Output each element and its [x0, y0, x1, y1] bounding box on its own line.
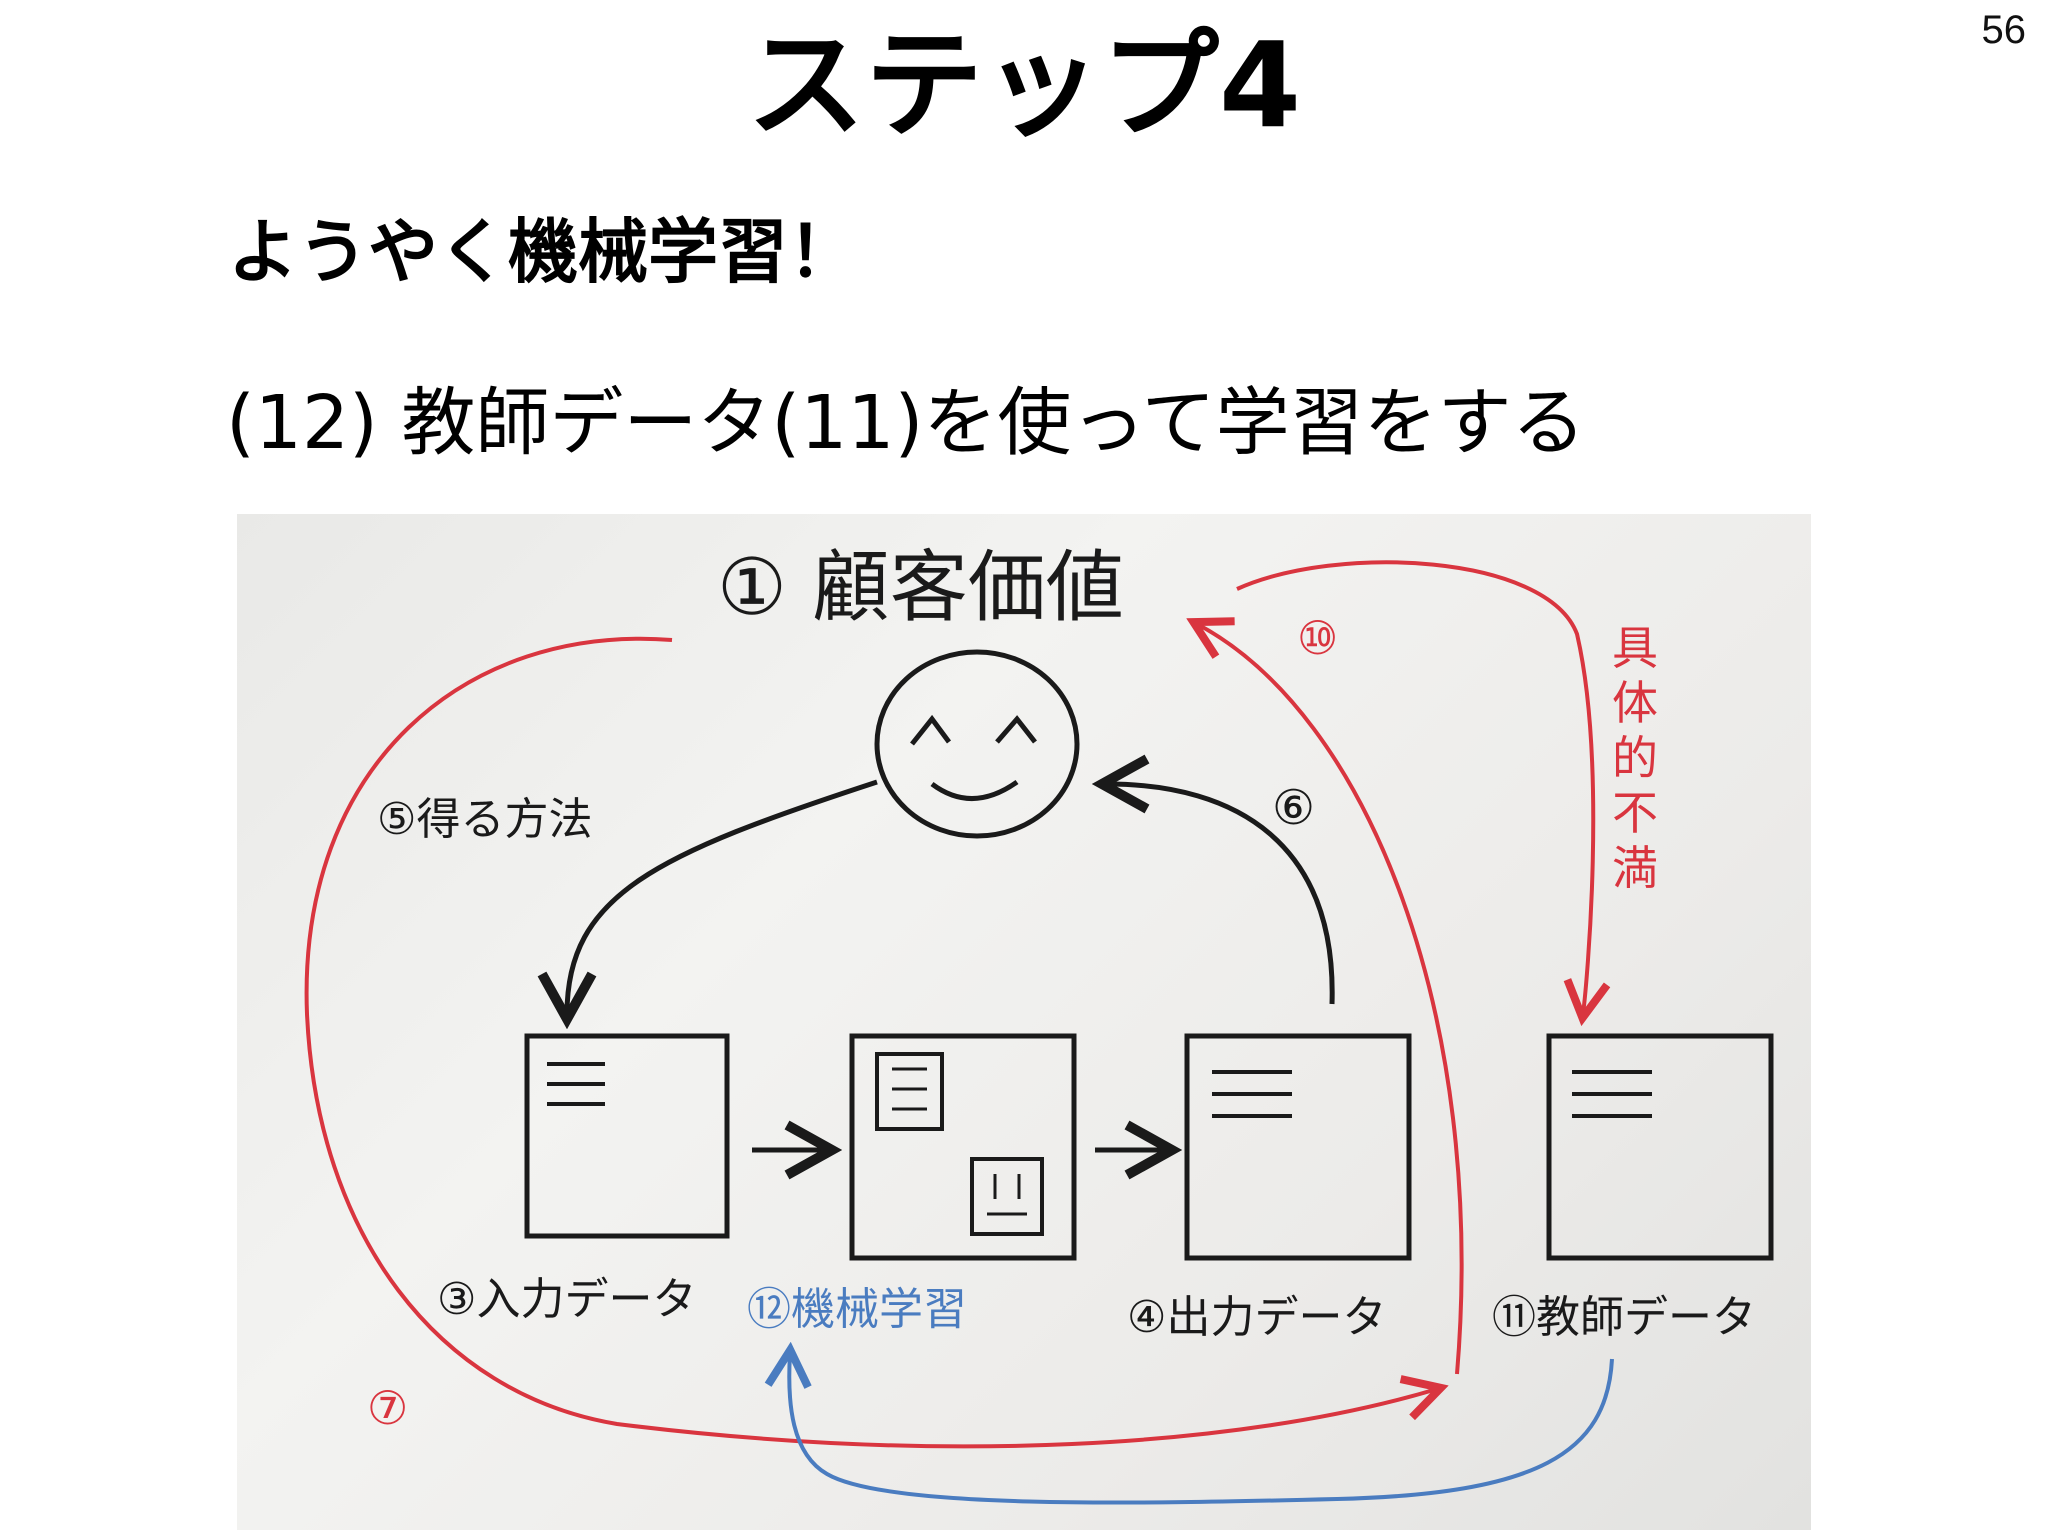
- arrow-7-red-loop: [304, 636, 1437, 1449]
- input-data-box: [524, 1033, 730, 1239]
- side-note-char: 具: [1612, 621, 1658, 675]
- diagram-drawing: ① 顧客価値 ⑤得る方法 ⑥: [304, 543, 1774, 1505]
- customer-value-label: ① 顧客価値: [717, 543, 1124, 633]
- label-output-data: ④出力データ: [1127, 1292, 1386, 1343]
- whiteboard-photo: ① 顧客価値 ⑤得る方法 ⑥: [237, 514, 1811, 1530]
- label-5-get-method: ⑤得る方法: [377, 794, 592, 845]
- arrow-teacher-to-ml-blue: [789, 1354, 1614, 1505]
- arrow-specific-dissatisfaction: [1236, 560, 1593, 1014]
- side-note-char: 的: [1612, 731, 1658, 785]
- arrow-5-get-method: [567, 779, 878, 1014]
- arrow-6-feedback: [1107, 784, 1335, 1005]
- machine-learning-box: [849, 1033, 1077, 1261]
- side-note-char: 体: [1612, 676, 1658, 730]
- label-machine-learning: ⑫機械学習: [747, 1284, 967, 1335]
- robot-face-icon: [970, 1157, 1044, 1236]
- label-teacher-data: ⑪教師データ: [1492, 1292, 1756, 1343]
- body-text: (12) 教師データ(11)を使って学習をする: [226, 380, 1586, 466]
- label-6: ⑥: [1272, 780, 1315, 836]
- arrow-10-red: [1197, 624, 1464, 1375]
- label-input-data: ③入力データ: [437, 1274, 696, 1325]
- label-7: ⑦: [367, 1381, 408, 1435]
- subtitle: ようやく機械学習！: [228, 211, 858, 293]
- side-note-specific-dissatisfaction: 具 体 的 不 満: [1612, 621, 1658, 895]
- smiley-face-icon: [874, 649, 1080, 839]
- label-10: ⑩: [1297, 611, 1338, 665]
- page-number: 56: [1981, 8, 2027, 52]
- teacher-data-box: [1546, 1033, 1774, 1261]
- side-note-char: 満: [1612, 841, 1658, 895]
- slide-title: ステップ4: [746, 16, 1302, 154]
- side-note-char: 不: [1612, 786, 1658, 840]
- output-data-box: [1184, 1033, 1412, 1261]
